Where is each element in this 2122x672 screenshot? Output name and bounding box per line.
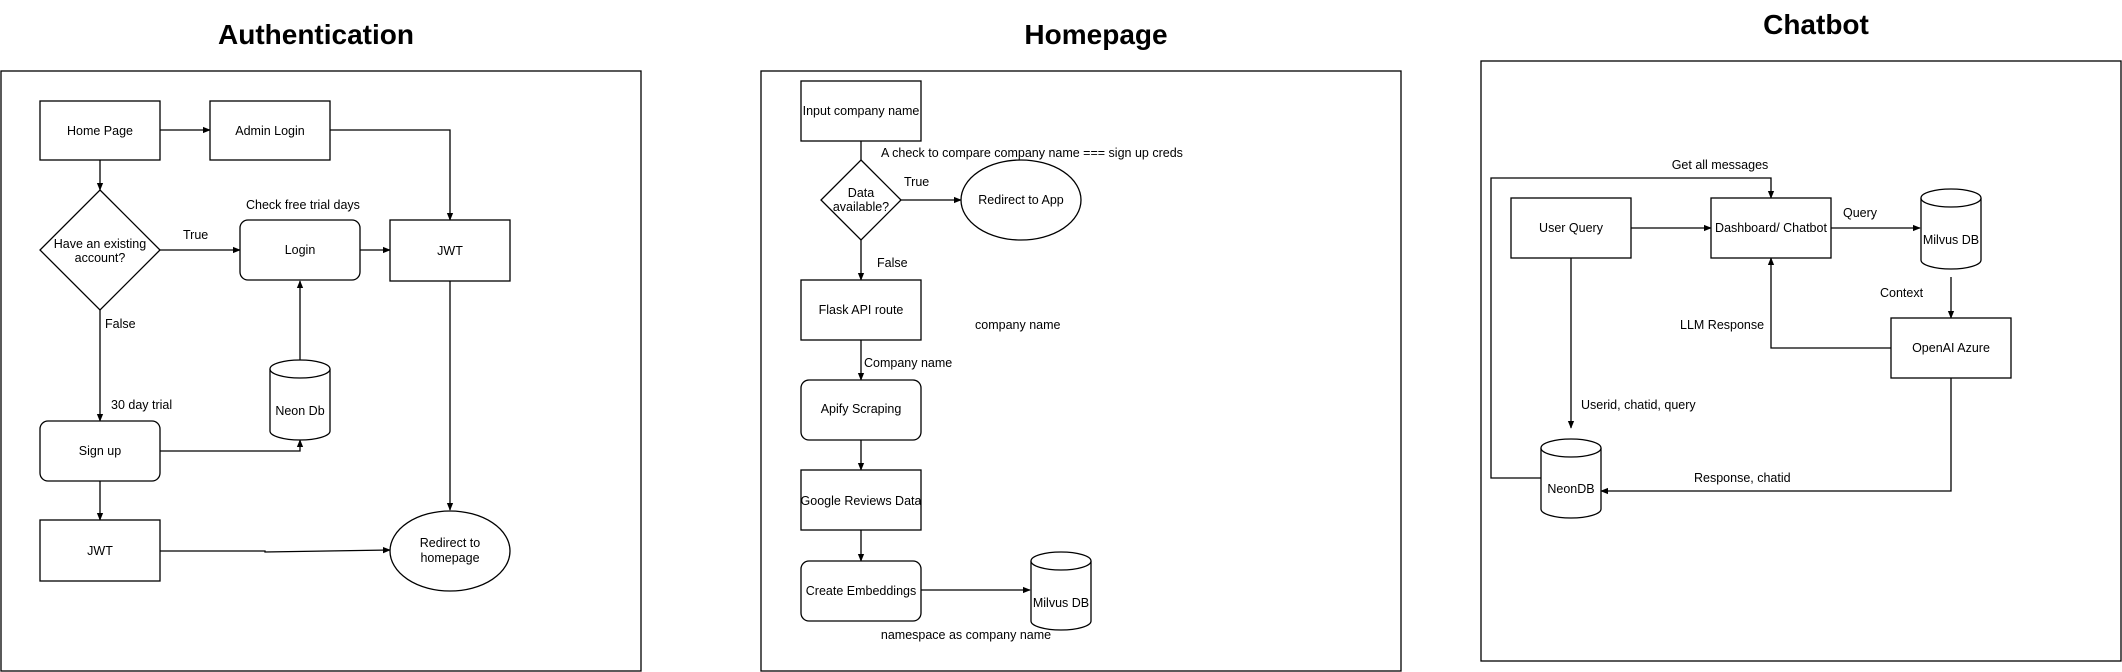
admin-login-node[interactable]: Admin Login: [209, 100, 331, 161]
flask-route-label: Flask API route: [819, 303, 904, 317]
context-label: Context: [1880, 286, 1924, 300]
get-all-messages-label: Get all messages: [1672, 158, 1769, 172]
neon-db-node[interactable]: Neon Db: [269, 359, 331, 441]
redirect-homepage-label-line1: Redirect to: [420, 536, 480, 550]
user-query-node[interactable]: User Query: [1510, 197, 1632, 259]
google-reviews-node[interactable]: Google Reviews Data: [800, 469, 922, 531]
auth-true-label: True: [183, 228, 208, 242]
chatbot-edge-labels: Get all messages Query Context LLM Respo…: [1581, 158, 1924, 485]
auth-edge-labels: True False Check free trial days 30 day …: [105, 198, 360, 412]
namespace-label: namespace as company name: [881, 628, 1051, 642]
homepage-true-label: True: [904, 175, 929, 189]
data-available-decision[interactable]: Data available?: [820, 159, 902, 241]
chatbot-nodes: User Query Dashboard/ Chatbot Milvus DB …: [1510, 188, 2012, 519]
edge-signup-to-neondb: [160, 439, 304, 452]
company-name-free-label: company name: [975, 318, 1061, 332]
neondb-chatbot-label: NeonDB: [1547, 482, 1594, 496]
homepage-edges: [857, 141, 1031, 594]
section-title-authentication: Authentication: [218, 19, 414, 50]
jwt-bottom-label: JWT: [87, 544, 113, 558]
userid-chatid-query-label: Userid, chatid, query: [1581, 398, 1696, 412]
redirect-homepage-label-line2: homepage: [420, 551, 479, 565]
redirect-homepage-node[interactable]: Redirect to homepage: [389, 510, 511, 592]
redirect-app-node[interactable]: Redirect to App: [960, 159, 1082, 241]
milvus-db-chatbot-label: Milvus DB: [1923, 233, 1979, 247]
sign-up-node[interactable]: Sign up: [39, 420, 161, 482]
chatbot-edges: [1490, 177, 1955, 495]
home-page-label: Home Page: [67, 124, 133, 138]
apify-scraping-label: Apify Scraping: [821, 402, 902, 416]
existing-account-label-line1: Have an existing: [54, 237, 146, 251]
dashboard-chatbot-node[interactable]: Dashboard/ Chatbot: [1710, 197, 1832, 259]
login-label: Login: [285, 243, 316, 257]
neon-db-label: Neon Db: [275, 404, 324, 418]
edge-neondb-get-all-messages: [1490, 177, 1775, 479]
dashboard-chatbot-label: Dashboard/ Chatbot: [1715, 221, 1827, 235]
create-embeddings-node[interactable]: Create Embeddings: [800, 560, 922, 622]
section-title-chatbot: Chatbot: [1763, 9, 1869, 40]
homepage-nodes: Input company name Data available? Redir…: [800, 80, 1092, 631]
section-title-homepage: Homepage: [1024, 19, 1167, 50]
company-name-edge-label: Company name: [864, 356, 952, 370]
milvus-db-homepage-node[interactable]: Milvus DB: [1030, 551, 1092, 631]
neondb-chatbot-node[interactable]: NeonDB: [1540, 438, 1602, 519]
data-available-label-line1: Data: [848, 186, 874, 200]
input-company-label: Input company name: [803, 104, 920, 118]
auth-false-label: False: [105, 317, 136, 331]
edge-openai-to-dashboard: [1767, 257, 1891, 349]
redirect-app-label: Redirect to App: [978, 193, 1064, 207]
create-embeddings-label: Create Embeddings: [806, 584, 916, 598]
existing-account-label-line2: account?: [75, 251, 126, 265]
homepage-edge-labels: A check to compare company name === sign…: [864, 146, 1183, 642]
milvus-db-chatbot-node[interactable]: Milvus DB: [1920, 188, 1982, 270]
flask-route-node[interactable]: Flask API route: [800, 279, 922, 341]
auth-edges: [96, 126, 454, 554]
existing-account-decision[interactable]: Have an existing account?: [39, 189, 161, 311]
data-available-label-line2: available?: [833, 200, 889, 214]
trial-30-label: 30 day trial: [111, 398, 172, 412]
edge-openai-to-neondb: [1600, 378, 1952, 495]
chatbot-frame: [1480, 60, 2122, 662]
homepage-false-label: False: [877, 256, 908, 270]
openai-azure-node[interactable]: OpenAI Azure: [1890, 317, 2012, 379]
authentication-frame: [0, 70, 642, 672]
auth-nodes: Home Page Admin Login Have an existing a…: [39, 100, 511, 592]
openai-azure-label: OpenAI Azure: [1912, 341, 1990, 355]
response-chatid-label: Response, chatid: [1694, 471, 1791, 485]
check-compare-label: A check to compare company name === sign…: [881, 146, 1183, 160]
check-trial-label: Check free trial days: [246, 198, 360, 212]
google-reviews-label: Google Reviews Data: [801, 494, 922, 508]
sign-up-label: Sign up: [79, 444, 121, 458]
home-page-node[interactable]: Home Page: [39, 100, 161, 161]
query-label: Query: [1843, 206, 1878, 220]
jwt-top-node[interactable]: JWT: [389, 219, 511, 282]
edge-jwt-bottom-to-redirect: [160, 546, 391, 554]
apify-scraping-node[interactable]: Apify Scraping: [800, 379, 922, 441]
homepage-frame: [760, 70, 1402, 672]
jwt-top-label: JWT: [437, 244, 463, 258]
milvus-db-homepage-label: Milvus DB: [1033, 596, 1089, 610]
llm-response-label: LLM Response: [1680, 318, 1764, 332]
input-company-node[interactable]: Input company name: [800, 80, 922, 142]
edge-admin-to-jwt: [330, 129, 454, 221]
jwt-bottom-node[interactable]: JWT: [39, 519, 161, 582]
admin-login-label: Admin Login: [235, 124, 305, 138]
user-query-label: User Query: [1539, 221, 1604, 235]
login-node[interactable]: Login: [239, 219, 361, 281]
